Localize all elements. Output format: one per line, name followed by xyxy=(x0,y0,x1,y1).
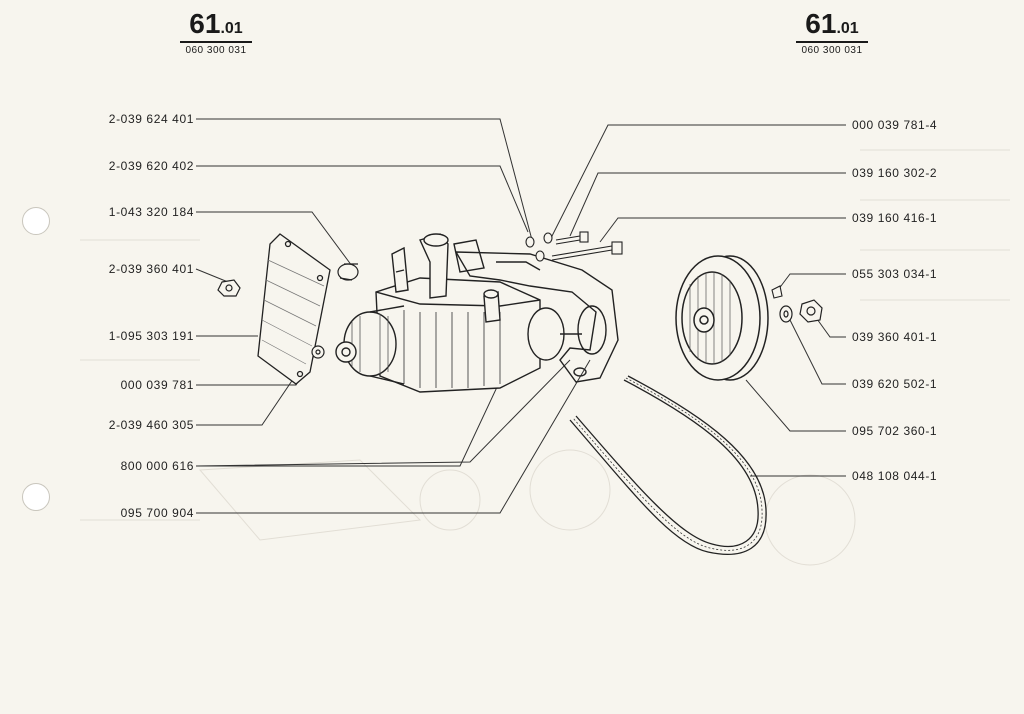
page-header-left: 61.01 060 300 031 xyxy=(180,10,252,56)
part-label: 000 039 781-4 xyxy=(852,118,938,132)
reference-number: 060 300 031 xyxy=(801,45,863,56)
part-label: 055 303 034-1 xyxy=(852,267,938,281)
part-label: 800 000 616 xyxy=(120,459,194,473)
woodruff-key xyxy=(771,285,783,299)
part-label: 2-039 460 305 xyxy=(108,418,194,432)
part-label: 2-039 624 401 xyxy=(108,112,194,126)
reference-number: 060 300 031 xyxy=(185,45,247,56)
nut-right xyxy=(799,299,823,323)
pulley xyxy=(675,255,769,381)
part-label: 1-043 320 184 xyxy=(108,205,194,219)
mounting-bracket xyxy=(454,251,619,383)
page-number: 61 xyxy=(189,8,221,39)
header-rule xyxy=(180,41,252,43)
part-label: 039 160 302-2 xyxy=(852,166,938,180)
part-label: 000 039 781 xyxy=(120,378,194,392)
binder-hole-top xyxy=(22,207,50,235)
page-suffix: .01 xyxy=(836,20,859,37)
nut-left xyxy=(217,279,241,297)
page-number: 61 xyxy=(805,8,837,39)
part-label: 039 360 401-1 xyxy=(852,330,938,344)
washer-pair xyxy=(525,232,553,262)
part-label: 095 700 904 xyxy=(120,506,194,520)
page-header-right: 61.01 060 300 031 xyxy=(796,10,868,56)
part-label: 2-039 620 402 xyxy=(108,159,194,173)
washer-right xyxy=(779,305,793,323)
part-label: 1-095 303 191 xyxy=(108,329,194,343)
binder-hole-bottom xyxy=(22,483,50,511)
part-label: 048 108 044-1 xyxy=(852,469,938,483)
part-label: 095 702 360-1 xyxy=(852,424,938,438)
bleed-through-ghost xyxy=(80,149,1010,566)
bolt-long xyxy=(551,241,623,261)
part-label: 2-039 360 401 xyxy=(108,262,194,276)
v-belt-outer xyxy=(569,375,767,555)
part-label: 039 620 502-1 xyxy=(852,377,938,391)
washer-left xyxy=(311,345,325,359)
cover-plate xyxy=(257,233,331,385)
bolt-short xyxy=(555,231,589,245)
part-label: 039 160 416-1 xyxy=(852,211,938,225)
page-suffix: .01 xyxy=(220,20,243,37)
leader-lines-right xyxy=(549,124,846,477)
header-rule xyxy=(796,41,868,43)
v-belt-inner xyxy=(572,377,763,551)
spacer-sleeve xyxy=(337,263,359,281)
compressor xyxy=(335,233,582,393)
